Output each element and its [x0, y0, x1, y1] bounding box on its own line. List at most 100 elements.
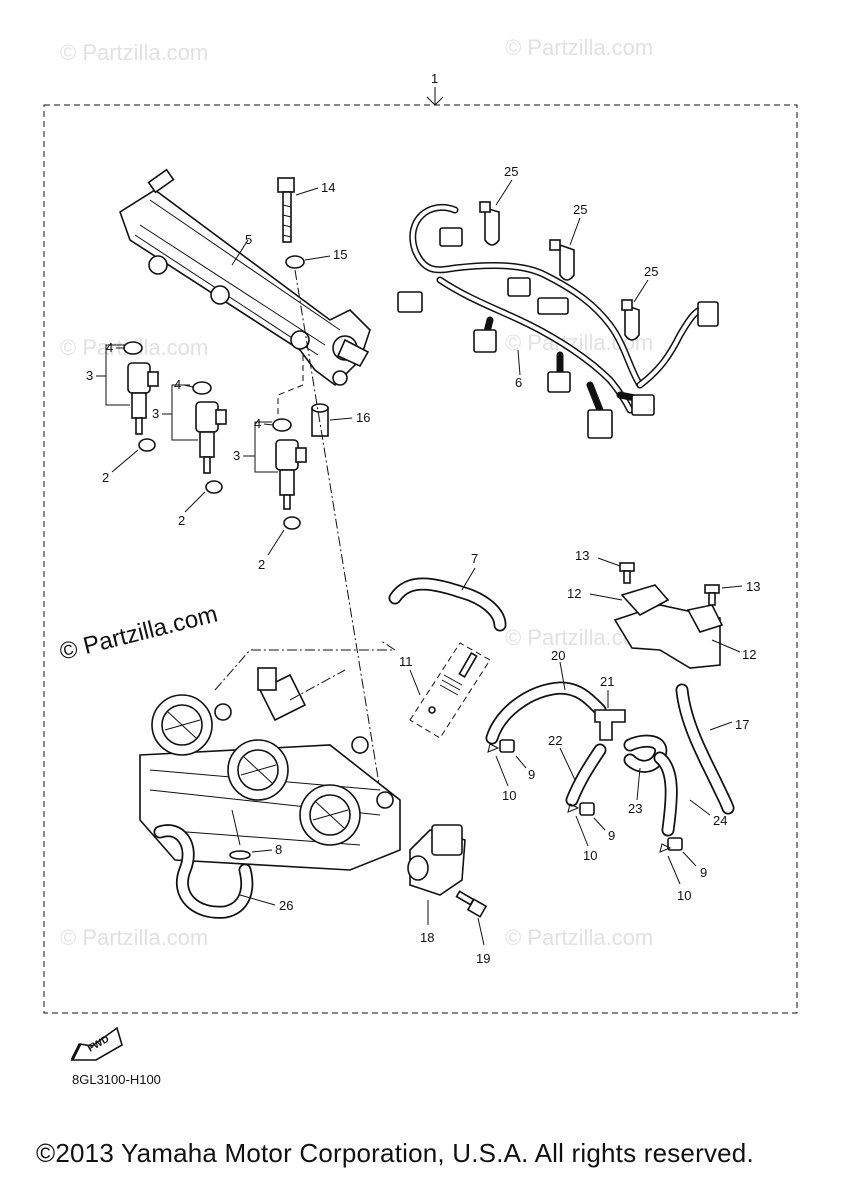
- callout-9: 9: [608, 828, 615, 843]
- callout-10: 10: [677, 888, 691, 903]
- leader-25: [495, 179, 513, 206]
- callout-16: 16: [356, 410, 370, 425]
- leader-2: [111, 449, 139, 473]
- leader-13: [597, 557, 621, 567]
- leader-25: [569, 217, 581, 246]
- callout-14: 14: [321, 180, 335, 195]
- bracket-3: [105, 344, 130, 406]
- bolt-19: [455, 890, 488, 918]
- callout-25: 25: [573, 202, 587, 217]
- fwd-arrow-icon: FWD: [70, 1026, 123, 1061]
- callout-9: 9: [528, 767, 535, 782]
- callout-19: 19: [476, 951, 490, 966]
- callout-12: 12: [742, 647, 756, 662]
- watermark: © Partzilla.com: [505, 925, 653, 950]
- leader-26: [239, 894, 276, 906]
- location-line: [214, 639, 396, 691]
- callout-10: 10: [583, 848, 597, 863]
- callout-10: 10: [502, 788, 516, 803]
- leader-22: [559, 747, 576, 781]
- leader-12: [711, 639, 741, 653]
- hose-24: [653, 751, 678, 837]
- hose-22: [565, 743, 607, 807]
- leader-20: [559, 661, 566, 691]
- callout-7: 7: [471, 551, 478, 566]
- leader-9: [593, 817, 606, 831]
- part-code: 8GL3100-H100: [72, 1072, 161, 1087]
- location-line: [289, 669, 346, 701]
- leader-2: [267, 529, 285, 556]
- collar-16: [311, 403, 329, 437]
- leader-5: [231, 239, 249, 266]
- leader-2: [184, 491, 206, 513]
- throttle-body: [139, 667, 401, 871]
- leader-4: [183, 384, 194, 388]
- wire-harness: [397, 203, 719, 439]
- leader-12: [589, 593, 623, 601]
- watermark: © Partzilla.com: [60, 925, 208, 950]
- clamps-10: [487, 743, 672, 853]
- leader-23: [636, 767, 641, 801]
- callout-17: 17: [735, 717, 749, 732]
- injector-left: [123, 341, 159, 452]
- leader-8: [251, 849, 273, 853]
- bolt-13: [619, 562, 720, 606]
- leader-14: [295, 187, 319, 196]
- location-line: [294, 269, 381, 791]
- leader-19: [477, 917, 485, 946]
- bracket-12: [613, 584, 724, 669]
- hose-20: [485, 681, 607, 745]
- callout-22: 22: [548, 733, 562, 748]
- joint-21: [594, 709, 626, 741]
- leader-11: [409, 669, 421, 696]
- callout-20: 20: [551, 648, 565, 663]
- leader-15: [304, 255, 331, 261]
- washer-15: [285, 255, 305, 269]
- leader-9: [515, 755, 527, 769]
- leader-6: [517, 349, 521, 376]
- harness-clips: [479, 201, 640, 341]
- callout-13: 13: [746, 579, 760, 594]
- callout-3: 3: [233, 448, 240, 463]
- leader-16: [329, 417, 353, 421]
- callout-25: 25: [504, 164, 518, 179]
- callout-4: 4: [174, 377, 181, 392]
- callout-1: 1: [431, 71, 438, 86]
- watermark-large: © Partzilla.com: [57, 601, 220, 666]
- injector-middle: [192, 381, 227, 494]
- leader-10: [667, 855, 681, 885]
- callout-23: 23: [628, 801, 642, 816]
- hose-17: [675, 683, 735, 815]
- assembly-callout-leader: [426, 87, 444, 106]
- clips-9: [499, 739, 683, 851]
- bracket-3: [254, 421, 278, 473]
- callout-12: 12: [567, 586, 581, 601]
- callout-21: 21: [600, 674, 614, 689]
- fuel-rail: [119, 168, 371, 387]
- leader-4: [263, 423, 274, 426]
- leader-17: [709, 721, 733, 731]
- callout-2: 2: [178, 513, 185, 528]
- copyright-notice: ©2013 Yamaha Motor Corporation, U.S.A. A…: [36, 1138, 754, 1168]
- callout-6: 6: [515, 375, 522, 390]
- leader-7: [461, 567, 476, 591]
- screw-set-box: [409, 642, 491, 739]
- callout-13: 13: [575, 548, 589, 563]
- injector-right: [272, 418, 307, 530]
- leader-10: [495, 755, 509, 787]
- hose-26: [153, 824, 254, 919]
- watermark: © Partzilla.com: [505, 35, 653, 60]
- callout-9: 9: [700, 865, 707, 880]
- leader-13: [721, 585, 743, 589]
- screw-set-11: [428, 652, 478, 714]
- callout-8: 8: [275, 842, 282, 857]
- callout-26: 26: [279, 898, 293, 913]
- leader-10: [575, 815, 589, 847]
- bolt-14: [277, 177, 295, 243]
- callout-25: 25: [644, 264, 658, 279]
- callout-2: 2: [258, 557, 265, 572]
- callout-4: 4: [254, 416, 261, 431]
- location-line: [231, 809, 241, 846]
- leader-24: [689, 799, 711, 816]
